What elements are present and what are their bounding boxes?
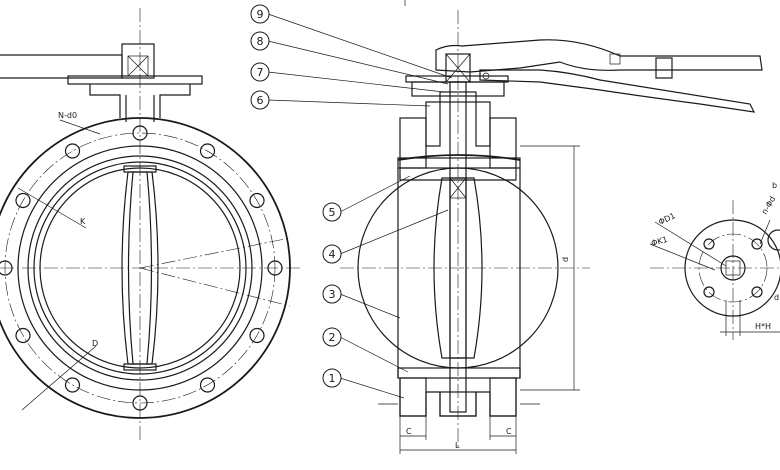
- svg-text:5: 5: [329, 206, 336, 219]
- balloon-9: 9: [250, 4, 270, 24]
- dimension-d: d: [520, 145, 580, 391]
- front-bolt-circle: [4, 132, 276, 404]
- balloon-leaders: [267, 13, 453, 399]
- top-plate: [405, 75, 509, 83]
- svg-text:6: 6: [257, 94, 264, 107]
- svg-text:4: 4: [329, 248, 336, 261]
- bolt-hole: [64, 143, 81, 159]
- front-stem-head: [121, 43, 155, 79]
- front-flange-outer: [0, 117, 291, 419]
- front-neck: [89, 84, 191, 118]
- balloon-6: 6: [250, 90, 270, 110]
- handle-grip: [655, 57, 673, 79]
- svg-text:ΦD1: ΦD1: [657, 211, 677, 227]
- section-view: d C C L: [250, 0, 763, 454]
- bolt-hole: [0, 260, 13, 276]
- svg-text:H*H: H*H: [755, 322, 771, 331]
- lower-seat: [397, 367, 521, 379]
- svg-text:9: 9: [257, 8, 264, 21]
- bolt-hole: [249, 192, 265, 209]
- bolt-hole: [249, 327, 265, 344]
- front-lever: [0, 54, 123, 79]
- front-body-ring: [17, 145, 263, 391]
- flange-bore: [720, 255, 746, 281]
- balloon-8: 8: [250, 31, 270, 51]
- svg-text:8: 8: [257, 35, 264, 48]
- svg-text:L: L: [455, 441, 460, 450]
- balloon-1: 1: [322, 368, 342, 388]
- flange-pcd: [698, 233, 768, 303]
- bolt-hole: [132, 125, 148, 141]
- balloon-3: 3: [322, 284, 342, 304]
- upper-seat: [397, 157, 521, 169]
- front-dim-d: D: [92, 339, 98, 348]
- svg-text:2: 2: [329, 331, 336, 344]
- front-bore: [39, 167, 241, 369]
- svg-text:7: 7: [257, 66, 264, 79]
- bolt-hole: [15, 327, 31, 344]
- balloon-2: 2: [322, 327, 342, 347]
- front-dim-k: K: [80, 217, 86, 226]
- svg-text:C: C: [406, 427, 412, 436]
- part-balloons: 9 8 7 6 5 4 3: [250, 4, 342, 388]
- svg-text:ΦK1: ΦK1: [650, 235, 668, 248]
- flange-detail-view: ΦD1 ΦK1 n-Φd H*H b d: [649, 181, 780, 340]
- handle-lever: [435, 39, 763, 113]
- front-seat-inner: [33, 161, 247, 375]
- bolt-hole: [267, 260, 283, 276]
- front-disc: [121, 165, 159, 371]
- bolt-hole: [132, 395, 148, 411]
- svg-text:3: 3: [329, 288, 336, 301]
- balloon-7: 7: [250, 62, 270, 82]
- svg-text:1: 1: [329, 372, 336, 385]
- front-stem-square: [127, 55, 149, 77]
- bolt-hole: [199, 377, 216, 393]
- balloon-5: 5: [322, 202, 342, 222]
- svg-text:b: b: [772, 181, 777, 190]
- svg-text:n-Φd: n-Φd: [760, 195, 777, 216]
- bolt-hole: [199, 143, 216, 159]
- disc-section: [433, 177, 483, 359]
- svg-text:d: d: [774, 293, 779, 302]
- bottom-dimensions: C C L: [378, 403, 540, 454]
- svg-text:C: C: [506, 427, 512, 436]
- front-bolt-holes: [0, 125, 283, 411]
- front-seat-outer: [27, 155, 253, 381]
- balloon-4: 4: [322, 244, 342, 264]
- front-view: N-d0 K D: [0, 8, 300, 440]
- bolt-hole: [64, 377, 81, 393]
- bolt-hole: [15, 192, 31, 209]
- bolt-count-label: N-d0: [58, 111, 77, 120]
- svg-text:d: d: [561, 257, 570, 262]
- flange-outer: [684, 219, 780, 317]
- front-top-plate: [67, 75, 203, 85]
